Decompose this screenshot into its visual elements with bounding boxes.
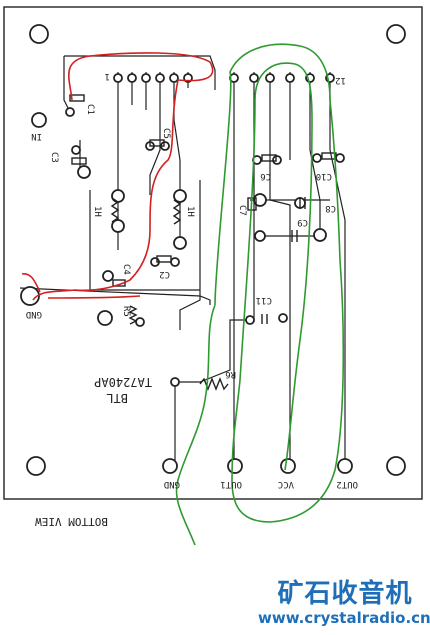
board-title-line1: TA7240AP [94, 375, 152, 389]
resistor-r1 [110, 197, 120, 223]
watermark-url[interactable]: www.crystalradio.cn [258, 609, 430, 627]
copper-traces [19, 55, 346, 471]
resistor-r5 [128, 305, 138, 325]
cap-c6 [261, 154, 277, 162]
watermark-chinese: 矿石收音机 [277, 579, 413, 609]
label-c7: C7 [237, 205, 247, 216]
label-c11: C11 [256, 295, 272, 305]
mounting-holes [26, 24, 406, 476]
label-c2: C2 [159, 269, 170, 279]
label-r5: R5 [121, 306, 131, 317]
label-c6: C6 [260, 171, 271, 181]
label-r6: R6 [225, 369, 236, 379]
label-c4: C4 [121, 264, 131, 275]
bottom-view-label: BOTTOM VIEW [35, 515, 108, 528]
resistor-r6 [199, 377, 229, 391]
label-c5: C5 [161, 128, 171, 139]
cap-c9 [291, 230, 298, 242]
board-outline [3, 6, 423, 500]
label-c1: C1 [85, 104, 95, 115]
label-pin12: 12 [335, 75, 346, 85]
components [69, 94, 337, 391]
label-out2: OUT2 [336, 479, 358, 489]
mount-hole-bl [26, 456, 46, 476]
pads [20, 73, 353, 474]
cap-c11 [261, 314, 268, 324]
green-wire-loop [214, 43, 345, 523]
label-c8: C8 [325, 203, 336, 213]
label-gnd-left: GND [26, 309, 42, 319]
label-c3: C3 [49, 152, 59, 163]
label-pin1: 1 [105, 71, 110, 81]
label-r1: 1H [92, 206, 102, 217]
cap-c3 [71, 157, 87, 165]
resistor-r2 [172, 199, 182, 225]
red-wire [21, 52, 214, 301]
label-vcc: VCC [278, 479, 294, 489]
label-in: IN [31, 131, 42, 141]
label-c10: C10 [316, 171, 332, 181]
cap-c2 [156, 255, 172, 263]
mount-hole-tr [386, 24, 406, 44]
cap-c8 [299, 197, 306, 209]
label-out-gnd: GND [164, 479, 180, 489]
label-r2: 1H [185, 206, 195, 217]
cap-c5 [149, 139, 165, 147]
labels: IN C1 C3 1H 1H C5 C2 C4 GND R5 C6 C10 C7… [26, 71, 358, 528]
label-c9: C9 [297, 217, 308, 227]
mount-hole-tl [29, 24, 49, 44]
label-out1: OUT1 [220, 479, 242, 489]
cap-c1 [69, 94, 85, 102]
green-wire-left [175, 304, 216, 546]
cap-c10 [321, 152, 337, 160]
mount-hole-br [386, 456, 406, 476]
board-title-line2: BTL [106, 391, 128, 405]
